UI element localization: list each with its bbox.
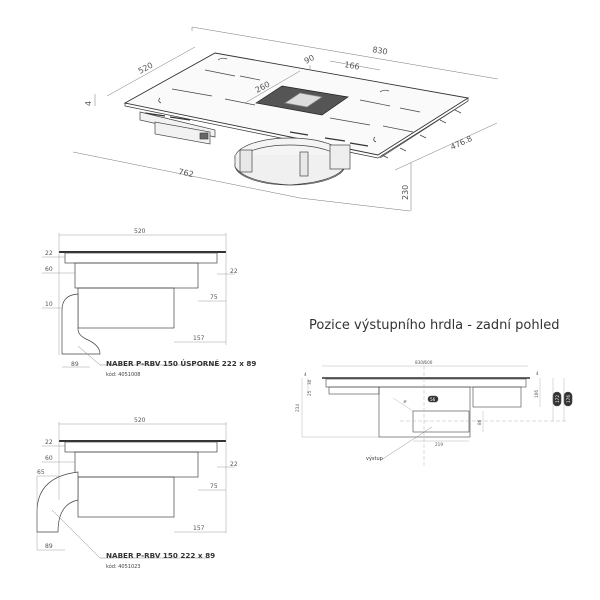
s1-dim-10: 10 (45, 301, 53, 308)
dim-762: 762 (178, 167, 195, 179)
rv-outlet-label: výstup (366, 455, 383, 462)
rv-dim-25: 25 (307, 390, 312, 396)
rv-dim-172: 172 (555, 395, 560, 403)
dim-166: 166 (344, 60, 361, 72)
product-code-1: kód: 4051008 (106, 372, 141, 378)
s1-dim-22-right: 22 (230, 268, 238, 275)
rv-dim-219: 219 (435, 442, 443, 447)
dim-520-iso: 520 (137, 61, 155, 76)
s2-dim-65: 65 (37, 469, 45, 476)
dim-830: 830 (372, 45, 389, 57)
s2-dim-75: 75 (210, 483, 218, 490)
iso-dimension-lines (72, 26, 499, 212)
s1-dim-22-left: 22 (45, 250, 53, 257)
rv-dim-176: 176 (566, 395, 571, 403)
rear-view-dims (301, 360, 566, 468)
rv-dim-30: 30 (307, 379, 312, 385)
rv-dim-234: 234 (295, 404, 300, 412)
dim-476-8: 476.8 (449, 134, 474, 152)
s2-dim-157: 157 (193, 525, 205, 532)
s2-dim-520: 520 (134, 417, 146, 424)
dim-4-iso: 4 (84, 101, 93, 106)
side-view-2-drawing (36, 440, 226, 533)
dim-230: 230 (401, 185, 410, 200)
dim-90: 90 (303, 53, 316, 66)
s1-dim-60: 60 (45, 266, 53, 273)
s1-dim-520: 520 (134, 228, 146, 235)
iso-body (123, 52, 470, 186)
s1-dim-157: 157 (193, 335, 205, 342)
rv-dim-86: 86 (477, 419, 482, 425)
rv-dim-8: 8 (402, 399, 407, 405)
rear-view-heading: Pozice výstupního hrdla - zadní pohled (309, 318, 560, 333)
s2-dim-22-right: 22 (230, 461, 238, 468)
side-view-1-drawing (59, 251, 226, 355)
s1-dim-89: 89 (71, 361, 79, 368)
s2-dim-89: 89 (45, 543, 53, 550)
product-code-2: kód: 4051023 (106, 564, 141, 570)
rv-dim-4-right: 4 (536, 371, 539, 376)
s2-dim-22-left: 22 (45, 439, 53, 446)
s2-dim-60: 60 (45, 455, 53, 462)
side-view-2-dims (36, 422, 235, 559)
rv-dim-width: 830/600 (415, 360, 433, 365)
outlet-badge-56 (427, 395, 439, 403)
s1-dim-75: 75 (210, 294, 218, 301)
rv-dim-4-left: 4 (304, 372, 307, 377)
product-title-1: NABER P-RBV 150 ÚSPORNÉ 222 x 89 (106, 359, 257, 368)
rear-view-drawing (322, 377, 573, 438)
rv-dim-56: 56 (430, 397, 436, 402)
rv-dim-106: 106 (534, 390, 539, 398)
product-title-2: NABER P-RBV 150 222 x 89 (106, 551, 216, 560)
side-view-1-dims (42, 233, 235, 368)
